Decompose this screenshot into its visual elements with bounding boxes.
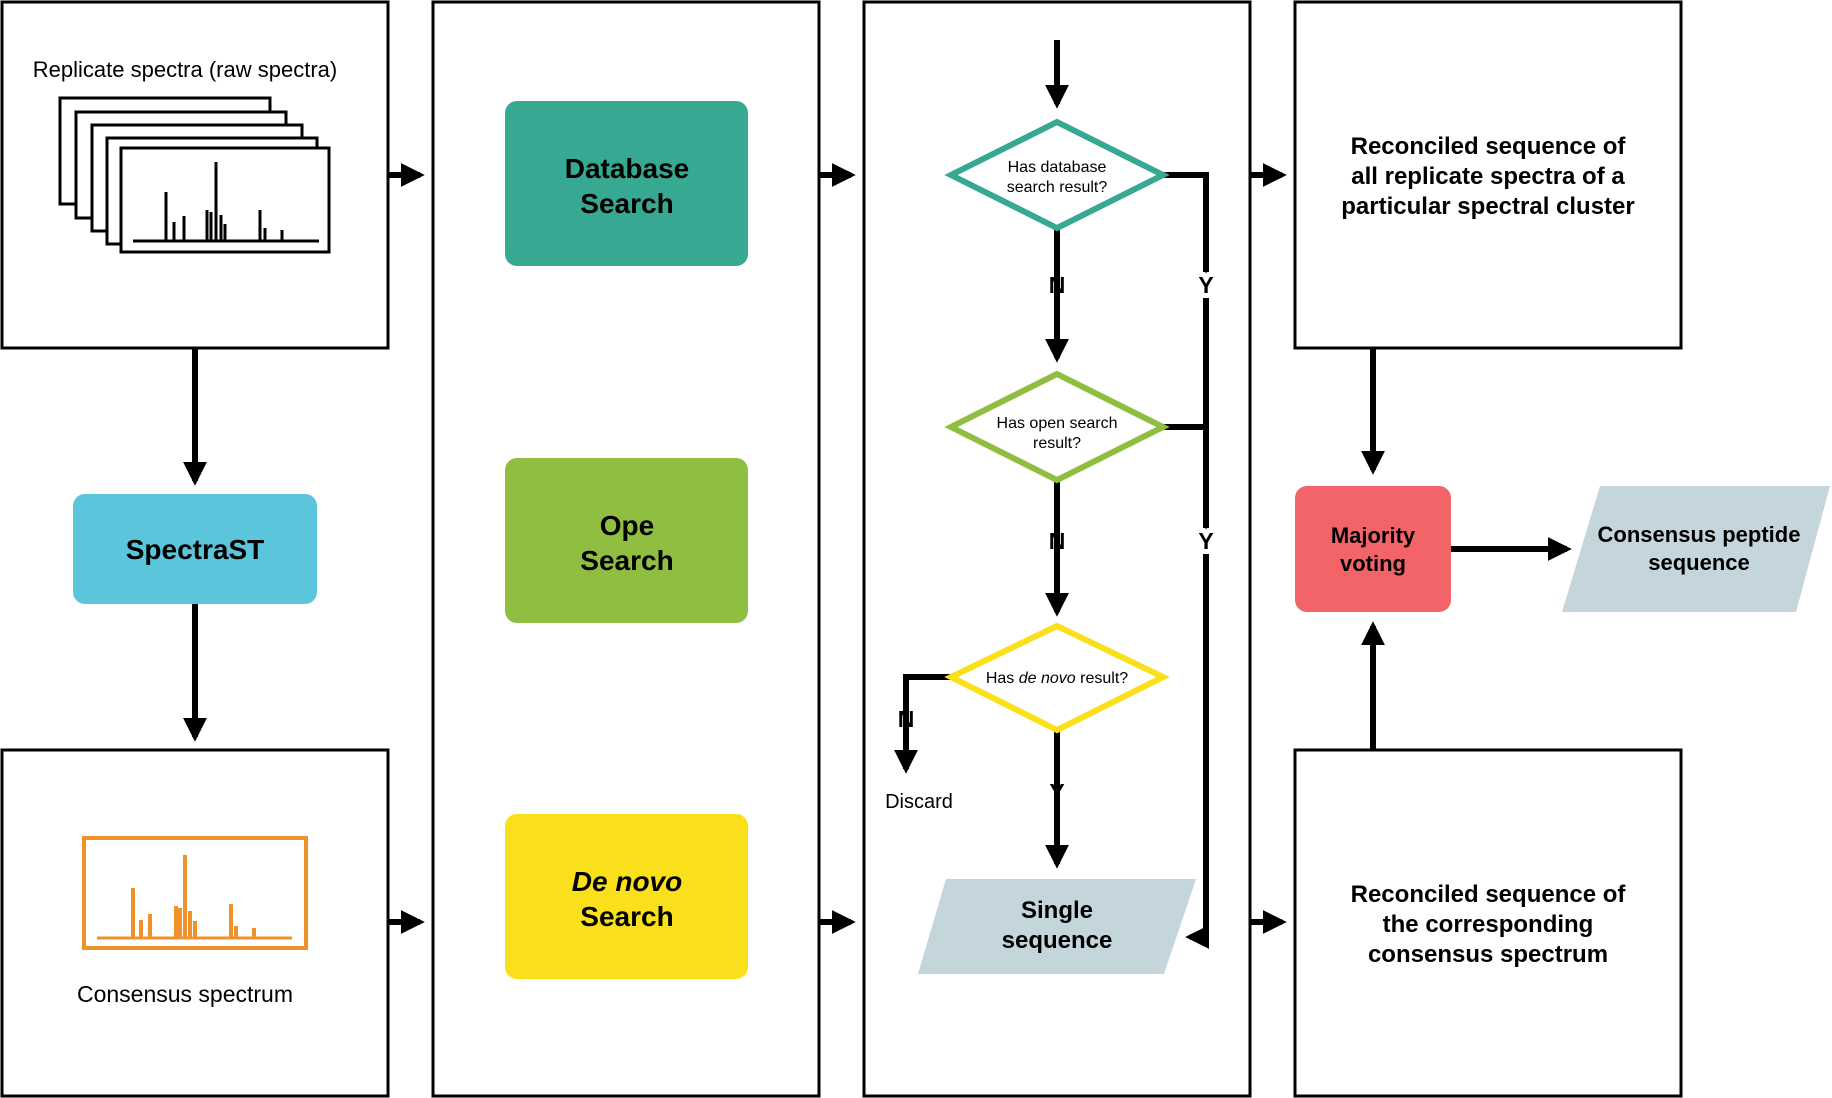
single-sequence-line2: sequence <box>1002 927 1113 954</box>
open-search-line2: Search <box>580 545 673 576</box>
arrow-de-novo-no <box>894 674 953 774</box>
q-open-line2: result? <box>1033 435 1081 452</box>
reconciled-consensus-line2: the corresponding <box>1383 911 1594 938</box>
spectrast-label: SpectraST <box>126 534 265 565</box>
replicate-spectra-label: Replicate spectra (raw spectra) <box>33 57 337 82</box>
discard-label: Discard <box>885 791 953 813</box>
de-novo-search-box <box>505 814 748 979</box>
label-de-novo-no: N <box>898 706 915 732</box>
consensus-peptide-line1: Consensus peptide <box>1598 522 1801 547</box>
reconciled-replicates-line2: all replicate spectra of a <box>1351 163 1625 190</box>
database-search-line1: Database <box>565 153 690 184</box>
open-result-diamond <box>944 370 1170 484</box>
reconciled-consensus-line3: consensus spectrum <box>1368 941 1608 968</box>
q-open-line1: Has open search <box>997 415 1118 432</box>
reconciled-consensus-line1: Reconciled sequence of <box>1351 881 1627 908</box>
majority-voting-box <box>1295 486 1451 612</box>
path-yes-vertical <box>1163 172 1209 937</box>
database-search-line2: Search <box>580 188 673 219</box>
consensus-peptide-line2: sequence <box>1648 550 1750 575</box>
reconciled-replicates-line1: Reconciled sequence of <box>1351 133 1627 160</box>
label-database-yes: Y <box>1198 272 1213 298</box>
de-novo-search-line2: Search <box>580 901 673 932</box>
open-search-line1: Ope <box>600 510 654 541</box>
label-de-novo-yes: Y <box>1049 779 1064 805</box>
majority-voting-line1: Majority <box>1331 523 1416 548</box>
label-database-no: N <box>1049 272 1066 298</box>
single-sequence-box <box>918 879 1196 974</box>
de-novo-search-line1: De novo <box>572 866 682 897</box>
consensus-spectrum-label: Consensus spectrum <box>77 981 293 1007</box>
q-database-line2: search result? <box>1007 179 1108 196</box>
open-search-box <box>505 458 748 623</box>
spectrast-box <box>73 494 317 604</box>
reconciled-consensus-box <box>1293 748 1683 1098</box>
q-database-line1: Has database <box>1008 159 1107 176</box>
label-open-yes: Y <box>1198 528 1213 554</box>
label-open-no: N <box>1049 528 1066 554</box>
database-search-box <box>505 101 748 266</box>
consensus-spectrum-icon <box>82 836 308 950</box>
q-de-novo: Has de novo result? <box>986 670 1128 687</box>
reconciled-replicates-box <box>1293 0 1683 350</box>
single-sequence-line1: Single <box>1021 897 1093 924</box>
majority-voting-line2: voting <box>1340 551 1406 576</box>
reconciled-replicates-line3: particular spectral cluster <box>1341 193 1634 220</box>
de-novo-result-diamond <box>944 622 1170 734</box>
database-result-diamond <box>944 118 1170 232</box>
consensus-peptide-box <box>1562 486 1830 612</box>
replicate-spectra-stack-icon <box>58 96 331 254</box>
